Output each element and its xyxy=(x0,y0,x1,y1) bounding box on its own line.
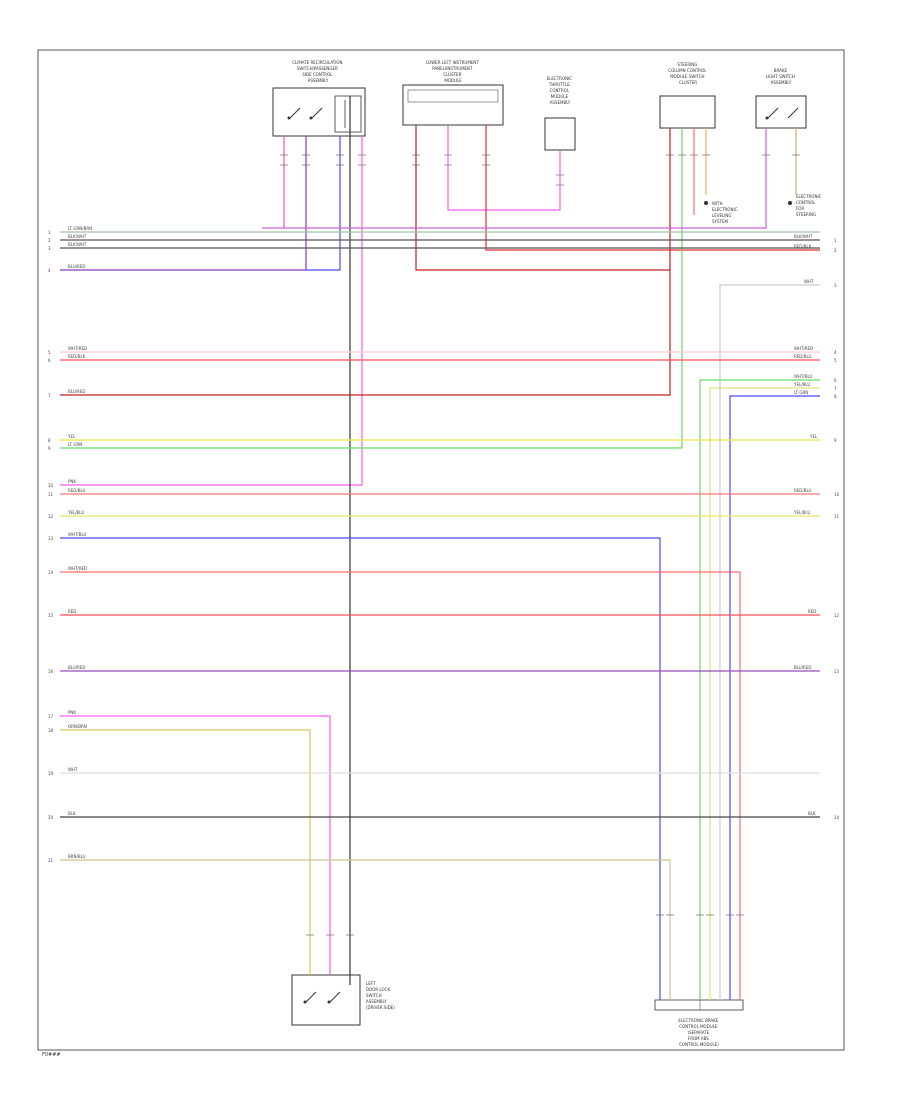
svg-text:19: 19 xyxy=(48,771,54,776)
svg-text:BLU/RED: BLU/RED xyxy=(794,665,811,670)
svg-text:WHT: WHT xyxy=(68,767,78,772)
svg-text:WHT/RED: WHT/RED xyxy=(68,566,87,571)
svg-text:10: 10 xyxy=(48,483,54,488)
svg-text:15: 15 xyxy=(48,613,54,618)
component-label: LEFT DOOR LOCK SWITCH ASSEMBLY (DRIVER S… xyxy=(366,981,395,1010)
component-label: LOWER LEFT INSTRUMENT PANEL/INSTRUMENT C… xyxy=(426,60,480,83)
svg-text:ORN/BRN: ORN/BRN xyxy=(68,724,87,729)
svg-text:16: 16 xyxy=(48,669,54,674)
svg-text:20: 20 xyxy=(48,815,54,820)
note-marker xyxy=(704,201,708,205)
svg-text:RED/BLU: RED/BLU xyxy=(794,354,812,359)
diagram-border xyxy=(37,49,845,1051)
svg-text:BLK: BLK xyxy=(68,811,76,816)
svg-text:11: 11 xyxy=(48,492,54,497)
svg-text:YEL: YEL xyxy=(809,434,818,439)
svg-text:WHT/RED: WHT/RED xyxy=(794,346,813,351)
note-marker xyxy=(788,201,792,205)
svg-text:8: 8 xyxy=(48,438,51,443)
svg-text:YEL/BLU: YEL/BLU xyxy=(67,510,84,515)
component-climate-switch: CLIMATE RECIRCULATION SWITCH/PASSENGER S… xyxy=(272,60,366,137)
component-label: ELECTRONIC BRAKE CONTROL MODULE (SEPARAT… xyxy=(678,1018,719,1047)
svg-text:2: 2 xyxy=(48,238,51,243)
svg-text:3: 3 xyxy=(48,246,51,251)
svg-text:YEL: YEL xyxy=(67,434,76,439)
svg-text:13: 13 xyxy=(48,536,54,541)
component-label: BRAKE LIGHT SWITCH ASSEMBLY xyxy=(766,68,796,85)
svg-text:10: 10 xyxy=(834,492,840,497)
svg-text:BLU/RED: BLU/RED xyxy=(68,389,85,394)
svg-text:PNK: PNK xyxy=(68,479,76,484)
component-label: CLIMATE RECIRCULATION SWITCH/PASSENGER S… xyxy=(292,60,344,83)
component-label: STEERING COLUMN CONTROL MODULE SWITCH CL… xyxy=(668,62,707,85)
svg-text:LT GRN: LT GRN xyxy=(794,390,808,395)
svg-text:7: 7 xyxy=(834,386,837,391)
svg-text:12: 12 xyxy=(834,613,840,618)
svg-text:7: 7 xyxy=(48,393,51,398)
svg-text:5: 5 xyxy=(834,358,837,363)
svg-text:18: 18 xyxy=(48,728,54,733)
svg-text:14: 14 xyxy=(834,815,840,820)
svg-text:6: 6 xyxy=(834,378,837,383)
component-brake-light-switch: BRAKE LIGHT SWITCH ASSEMBLY xyxy=(755,68,807,129)
svg-text:LT GRN: LT GRN xyxy=(68,442,82,447)
svg-text:WHT/BLU: WHT/BLU xyxy=(68,532,87,537)
svg-text:WHT: WHT xyxy=(804,279,814,284)
svg-text:BLU/RED: BLU/RED xyxy=(68,665,85,670)
svg-text:13: 13 xyxy=(834,669,840,674)
svg-text:3: 3 xyxy=(834,283,837,288)
svg-text:BRN/BLU: BRN/BLU xyxy=(68,854,86,859)
svg-text:PNK: PNK xyxy=(68,710,76,715)
svg-text:1: 1 xyxy=(48,230,51,235)
connector-pins xyxy=(280,154,800,936)
svg-text:14: 14 xyxy=(48,570,54,575)
svg-text:BLU/RED: BLU/RED xyxy=(68,264,85,269)
note-leveling: WITH ELECTRONIC LEVELING SYSTEM xyxy=(712,201,739,224)
component-instrument-cluster: LOWER LEFT INSTRUMENT PANEL/INSTRUMENT C… xyxy=(402,60,504,126)
svg-text:11: 11 xyxy=(834,514,840,519)
svg-text:YEL/BLU: YEL/BLU xyxy=(793,510,810,515)
footer-code: F0### xyxy=(42,1052,61,1058)
svg-text:2: 2 xyxy=(834,248,837,253)
note-steering: ELECTRONIC CONTROL FOR STEERING xyxy=(796,194,823,217)
svg-text:WHT/RED: WHT/RED xyxy=(68,346,87,351)
svg-text:RED: RED xyxy=(68,609,76,614)
svg-text:BLK: BLK xyxy=(808,811,816,816)
svg-text:21: 21 xyxy=(48,858,54,863)
svg-text:BLK/WHT: BLK/WHT xyxy=(68,234,87,239)
svg-text:WHT/BLU: WHT/BLU xyxy=(794,374,813,379)
component-label: ELECTRONIC THROTTLE CONTROL MODULE ASSEM… xyxy=(547,76,574,105)
svg-text:RED: RED xyxy=(808,609,816,614)
svg-text:5: 5 xyxy=(48,350,51,355)
svg-text:1: 1 xyxy=(834,238,837,243)
svg-text:9: 9 xyxy=(48,446,51,451)
svg-text:9: 9 xyxy=(834,438,837,443)
svg-text:4: 4 xyxy=(834,350,837,355)
component-steering-column-module: STEERING COLUMN CONTROL MODULE SWITCH CL… xyxy=(659,62,716,129)
svg-text:6: 6 xyxy=(48,358,51,363)
svg-text:8: 8 xyxy=(834,394,837,399)
svg-text:RED/BLU: RED/BLU xyxy=(794,488,812,493)
svg-text:YEL/BLU: YEL/BLU xyxy=(793,382,810,387)
svg-text:12: 12 xyxy=(48,514,54,519)
svg-text:BLK/WHT: BLK/WHT xyxy=(794,234,813,239)
svg-text:LT GRN/BRN: LT GRN/BRN xyxy=(68,226,92,231)
svg-text:BLK/WHT: BLK/WHT xyxy=(68,242,87,247)
svg-text:17: 17 xyxy=(48,714,54,719)
horizontal-wires xyxy=(60,231,820,818)
component-door-lock-switch: LEFT DOOR LOCK SWITCH ASSEMBLY (DRIVER S… xyxy=(291,974,395,1026)
component-throttle-module: ELECTRONIC THROTTLE CONTROL MODULE ASSEM… xyxy=(544,76,576,151)
svg-text:RED/BLK: RED/BLK xyxy=(68,354,86,359)
svg-text:4: 4 xyxy=(48,268,51,273)
svg-text:RED/BLU: RED/BLU xyxy=(68,488,86,493)
svg-text:RED/BLK: RED/BLK xyxy=(794,244,812,249)
vertical-wires xyxy=(60,96,820,1000)
